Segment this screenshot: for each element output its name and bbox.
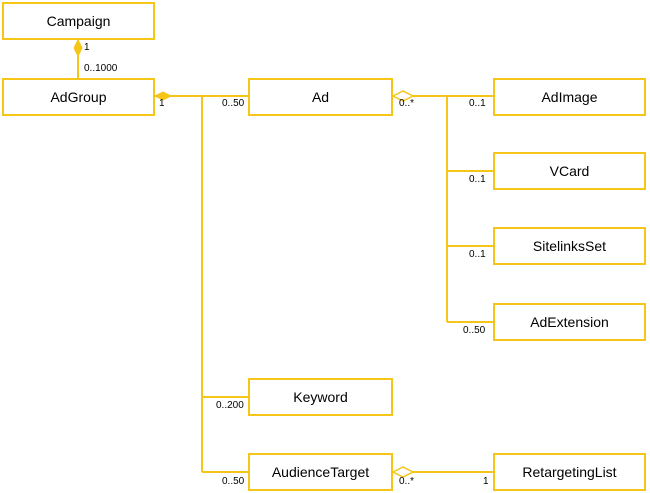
multiplicity-audience-target-side: 0..*: [399, 476, 415, 487]
audience-target-box: AudienceTarget: [248, 453, 393, 491]
aggregation-diamond-audience: [391, 466, 415, 478]
multiplicity-ad-extension: 0..50: [463, 325, 486, 336]
multiplicity-ad: 0..50: [222, 98, 245, 109]
multiplicity-sitelinks-set: 0..1: [469, 249, 486, 260]
multiplicity-retargeting-list: 1: [483, 476, 489, 487]
multiplicity-keyword: 0..200: [216, 400, 244, 411]
retargeting-list-box: RetargetingList: [493, 453, 646, 491]
ad-box: Ad: [248, 78, 393, 116]
multiplicity-campaign: 1: [84, 42, 90, 53]
multiplicity-audience-target: 0..50: [222, 476, 245, 487]
campaign-box: Campaign: [2, 2, 155, 40]
multiplicity-adgroup-from-campaign: 0..1000: [84, 63, 118, 74]
multiplicity-ad-side: 0..*: [399, 98, 415, 109]
ad-extension-box: AdExtension: [493, 303, 646, 341]
adgroup-box: AdGroup: [2, 78, 155, 116]
multiplicity-adimage: 0..1: [469, 98, 486, 109]
vcard-box: VCard: [493, 152, 646, 190]
multiplicity-vcard: 0..1: [469, 174, 486, 185]
sitelinks-set-box: SitelinksSet: [493, 227, 646, 265]
adimage-box: AdImage: [493, 78, 646, 116]
composition-diamond-campaign: [73, 38, 83, 58]
keyword-box: Keyword: [248, 378, 393, 416]
aggregation-diamond-ad: [391, 90, 415, 102]
multiplicity-adgroup: 1: [159, 98, 165, 109]
composition-diamond-adgroup: [153, 91, 173, 101]
